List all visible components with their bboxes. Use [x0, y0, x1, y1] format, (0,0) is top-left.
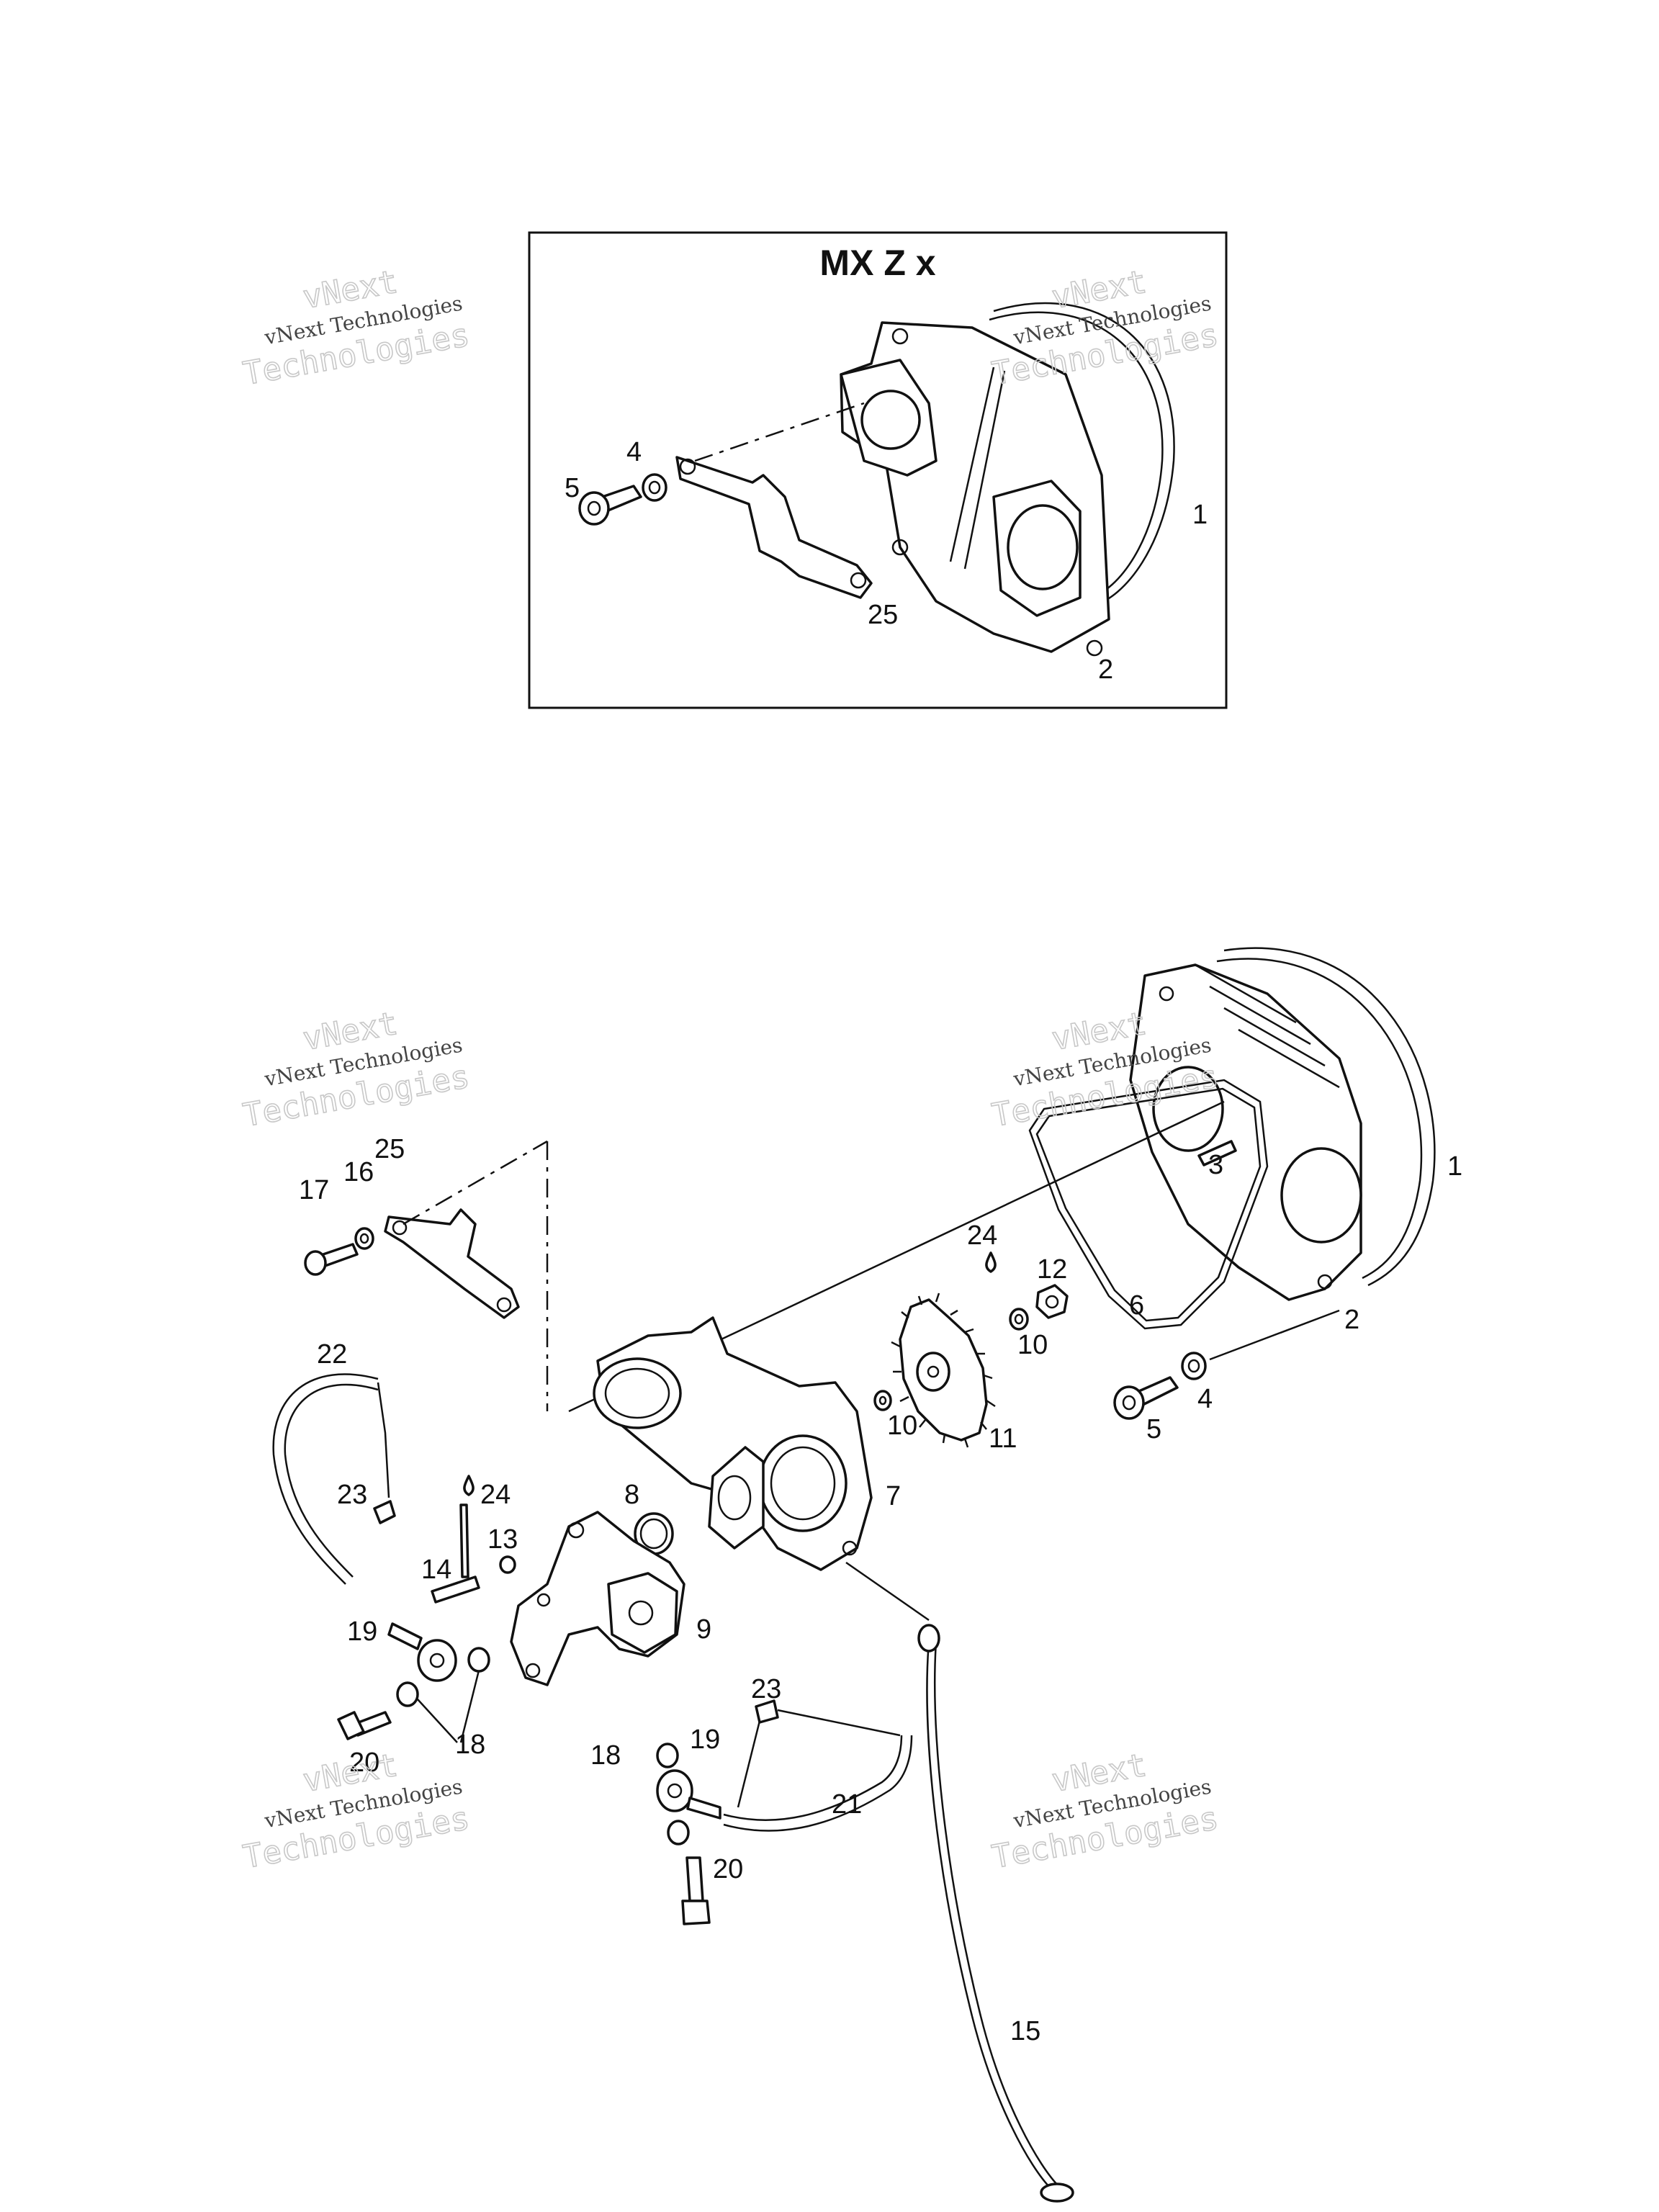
washer-18a: [396, 1647, 490, 1707]
label-10b: 10: [887, 1411, 917, 1441]
label-6: 6: [1129, 1290, 1144, 1321]
inset-rotary-valve-cover: [989, 302, 1175, 606]
inset-bracket: [675, 402, 873, 599]
nut: [1035, 1284, 1069, 1319]
lock-washer: [354, 1227, 374, 1250]
hose-clamp-lower: [755, 1699, 779, 1724]
allen-bolt: [1113, 1376, 1179, 1420]
banjo-fitting-lower: [656, 1743, 721, 1845]
pump-screw: [431, 1503, 480, 1604]
label-22: 22: [317, 1339, 347, 1370]
inset-label-5: 5: [565, 473, 580, 503]
label-20a: 20: [349, 1748, 379, 1778]
oil-line-lower: [723, 1735, 913, 1832]
label-21: 21: [832, 1789, 862, 1820]
label-19a: 19: [347, 1617, 377, 1647]
label-9: 9: [696, 1614, 711, 1645]
oil-line-upper: [272, 1373, 390, 1585]
o-ring-gasket: [1028, 1079, 1269, 1330]
hex-bolt: [304, 1243, 359, 1276]
main-exploded-view: 1 2 3 4 5 6 7 8 9 10 10 11 12 13 14 15 1…: [272, 947, 1462, 2203]
label-25: 25: [374, 1134, 405, 1164]
label-18a: 18: [455, 1730, 485, 1760]
label-15: 15: [1010, 2016, 1040, 2046]
label-20b: 20: [713, 1854, 743, 1884]
inset-title: MX Z x: [819, 243, 935, 283]
washer-upper: [1009, 1308, 1029, 1331]
label-14: 14: [421, 1555, 451, 1585]
inset-label-2: 2: [1098, 655, 1113, 685]
hose-clamp-upper: [373, 1500, 396, 1524]
label-16: 16: [343, 1157, 374, 1187]
label-8: 8: [624, 1480, 639, 1510]
rotary-valve-housing: [593, 1316, 873, 1571]
watermark-bottom-right: vNext vNext Technologies Technologies: [989, 1746, 1222, 1876]
label-4: 4: [1197, 1384, 1213, 1414]
o-ring: [634, 1512, 674, 1555]
inset-label-1: 1: [1192, 500, 1208, 530]
inset-intake-manifold: [840, 321, 1110, 657]
oil-pump: [510, 1511, 685, 1686]
small-o-ring: [499, 1555, 516, 1574]
loctite-drop-1: [985, 1251, 997, 1273]
oil-pump-gear: [891, 1292, 996, 1448]
label-17: 17: [299, 1175, 329, 1205]
label-12: 12: [1037, 1254, 1067, 1285]
label-1: 1: [1447, 1151, 1462, 1182]
label-19b: 19: [690, 1725, 720, 1755]
watermark-top-left: vNext vNext Technologies Technologies: [240, 263, 473, 393]
label-10a: 10: [1017, 1330, 1048, 1360]
label-23b: 23: [751, 1674, 781, 1704]
watermark-mid-left: vNext vNext Technologies Technologies: [240, 1004, 473, 1135]
watermark-bottom-left: vNext vNext Technologies Technologies: [240, 1746, 473, 1876]
washer-right: [1181, 1352, 1207, 1380]
label-5: 5: [1146, 1414, 1161, 1444]
dowel-pin: [1197, 1140, 1237, 1166]
inset-label-4: 4: [626, 437, 642, 467]
inset-bolt: [578, 485, 642, 526]
banjo-bolt-lower: [681, 1856, 711, 1925]
inset-label-25: 25: [868, 600, 898, 630]
label-3: 3: [1208, 1150, 1223, 1180]
inset-panel: MX Z x: [528, 231, 1228, 709]
pump-cable: [845, 1561, 1074, 2203]
washer-lower: [873, 1390, 892, 1411]
inset-washer: [642, 473, 667, 502]
label-18b: 18: [590, 1740, 621, 1771]
bracket: [384, 1140, 549, 1411]
label-24b: 24: [480, 1480, 511, 1510]
label-24a: 24: [967, 1220, 997, 1251]
label-2: 2: [1344, 1305, 1359, 1335]
banjo-bolt-upper: [337, 1711, 392, 1740]
label-13: 13: [487, 1524, 518, 1555]
label-11: 11: [989, 1424, 1017, 1454]
label-23a: 23: [337, 1480, 367, 1510]
loctite-drop-2: [463, 1475, 475, 1496]
label-7: 7: [886, 1481, 901, 1511]
banjo-fitting-upper: [387, 1622, 457, 1682]
